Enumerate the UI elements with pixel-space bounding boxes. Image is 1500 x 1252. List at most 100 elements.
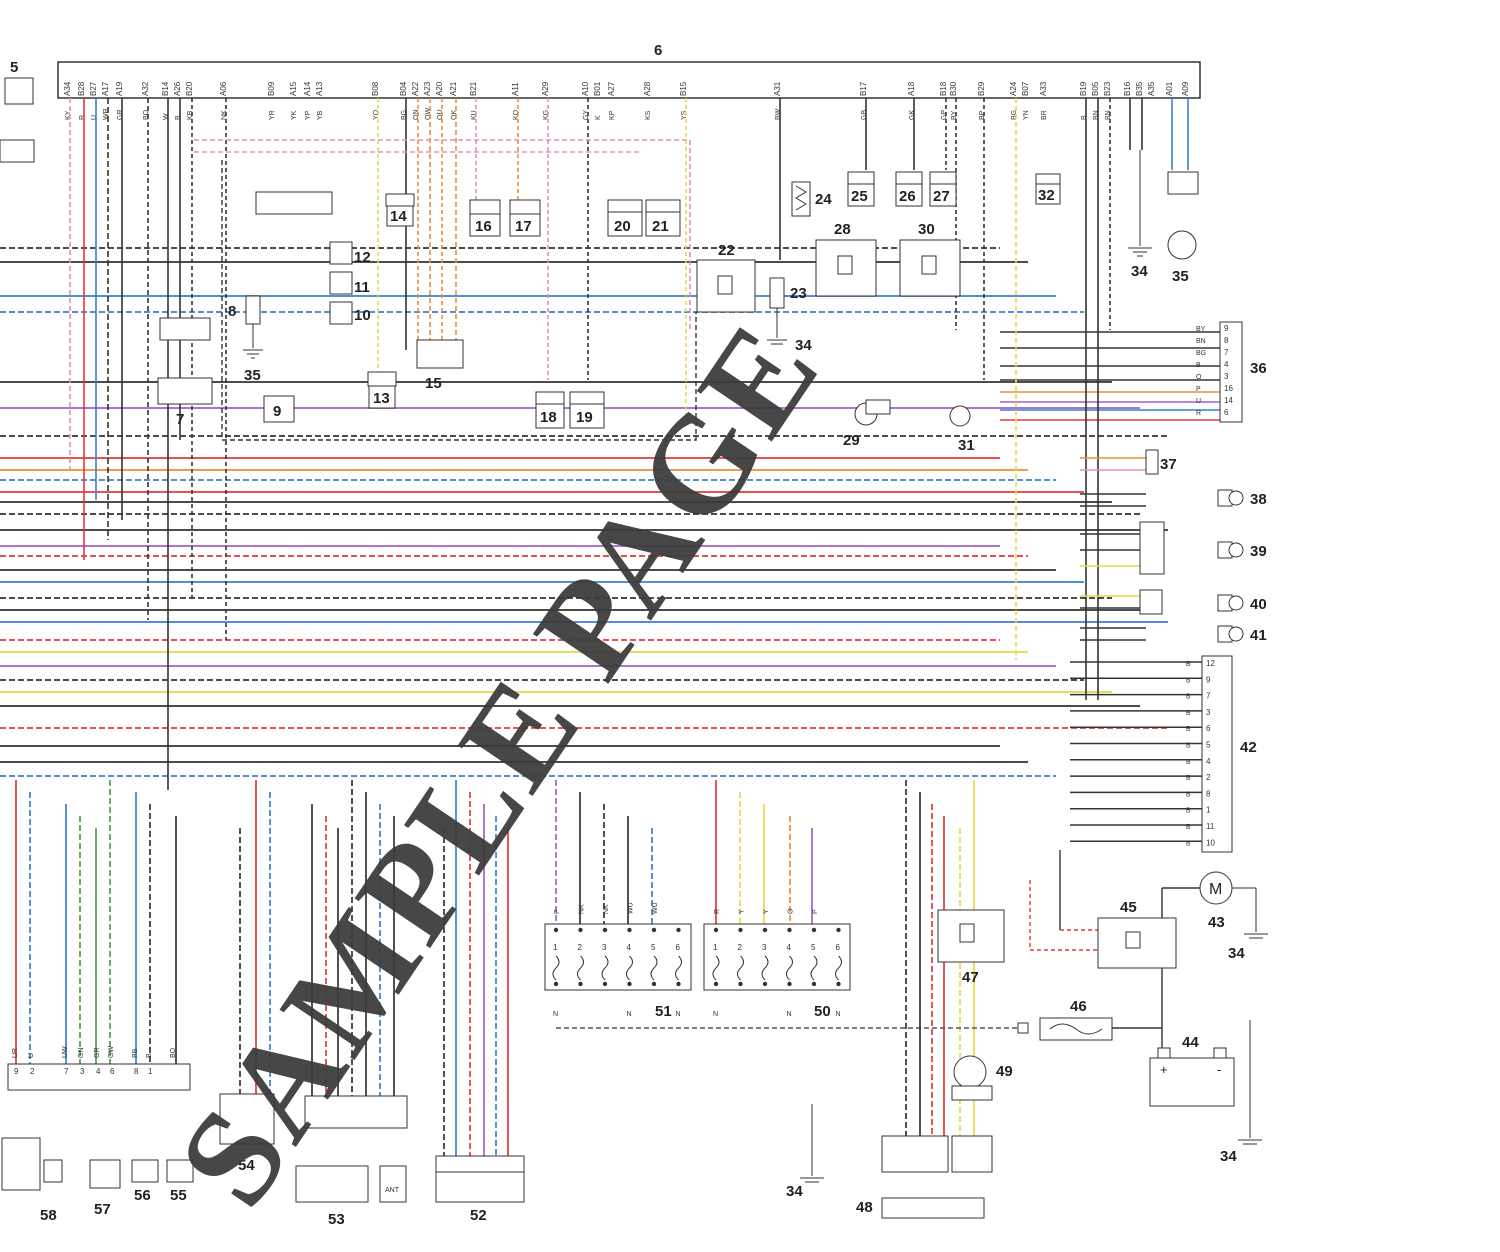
label-40: 41	[1250, 627, 1267, 644]
c41-wire: B	[1186, 808, 1191, 815]
c41-wire: B	[1186, 759, 1191, 766]
fuse-element	[835, 955, 842, 981]
label-47: 48	[856, 1199, 873, 1216]
ecu-pin: A31	[773, 81, 782, 96]
fuse-terminal	[578, 981, 583, 987]
component-43: + - 44 34	[1149, 1020, 1262, 1165]
fuse-wire-code: NK	[579, 904, 586, 914]
ecu-pin: A33	[1039, 81, 1048, 96]
c35-wire: BY	[1196, 326, 1206, 333]
ecu-pin: A26	[173, 81, 182, 96]
ecu-pin: A27	[607, 81, 616, 96]
fuse-terminal	[738, 927, 743, 933]
ecu-wire-code: KO	[513, 109, 520, 120]
fuse-bus-code: N	[836, 1011, 841, 1018]
c41-pin: 7	[1206, 692, 1211, 701]
c41-pin: 3	[1206, 708, 1211, 717]
c41-pin: 11	[1206, 822, 1215, 831]
component-7: 7	[157, 317, 213, 428]
component-32: 32	[1035, 173, 1061, 205]
label-36: 37	[1160, 456, 1177, 473]
label-33a: 34	[795, 337, 812, 354]
ecu-wire-code: BG	[401, 110, 408, 120]
ground-34a: 35	[243, 349, 263, 384]
c9-pin: 1	[148, 1067, 153, 1076]
ecu-pin: A18	[907, 81, 916, 96]
fuse-terminal	[811, 981, 817, 987]
ecu-wire-code: U	[91, 115, 98, 120]
label-8: 8	[228, 303, 236, 320]
ecu-wire-code: BO	[143, 109, 150, 120]
component-58	[1, 1137, 41, 1191]
ecu-pin: B23	[1103, 81, 1112, 96]
ecu-wire-code: KS	[645, 110, 652, 120]
ecu-pin: A13	[315, 81, 324, 96]
label-50: 51	[655, 1003, 672, 1020]
fuse-bus-code: N	[713, 1011, 718, 1018]
label-11: 11	[354, 279, 370, 296]
fuse-terminal	[578, 927, 583, 933]
ecu-pin: A34	[63, 81, 72, 96]
ecu-pin: B04	[399, 81, 408, 96]
component-51: 52	[435, 1155, 525, 1224]
antenna-label: ANT	[385, 1187, 400, 1194]
c35-wire: BN	[1196, 338, 1206, 345]
label-20: 20	[614, 218, 631, 235]
component-26: 26	[895, 171, 923, 207]
fuse-terminal	[676, 981, 681, 987]
wire	[221, 160, 697, 441]
component-13: 13	[367, 371, 397, 409]
fuse-slot-number: 2	[738, 943, 743, 952]
fuse-terminal	[713, 981, 719, 987]
label-7: 7	[176, 411, 184, 428]
ecu-pin: A28	[643, 81, 652, 96]
label-53: 54	[238, 1157, 255, 1174]
component-19: 19	[569, 391, 605, 429]
ecu-pin: B07	[1021, 81, 1030, 96]
c9-wire-code: B	[146, 1053, 153, 1058]
label-25: 25	[851, 188, 868, 205]
component-17: 17	[509, 199, 541, 237]
fuse-element	[786, 955, 793, 981]
label-44: 45	[1120, 899, 1137, 916]
c35-pin: 14	[1224, 396, 1233, 405]
c9-wire-code: U	[28, 1053, 35, 1058]
component-9: 9	[263, 395, 295, 423]
fuse-terminal	[738, 981, 743, 987]
c9-wire-code: BO	[170, 1047, 177, 1058]
fuse-terminal	[787, 981, 792, 987]
wire-harness	[0, 98, 1220, 1156]
ecu-wire-code: GB	[861, 110, 868, 120]
ecu-wire-code: BN	[1105, 110, 1112, 120]
battery-plus: +	[1160, 1062, 1168, 1077]
component-42: M 43 34	[1199, 871, 1268, 962]
label-45: 46	[1070, 998, 1087, 1015]
ecu-wire-code: KG	[543, 110, 550, 120]
label-31: 31	[958, 437, 975, 454]
component-21: 21	[645, 199, 681, 237]
fuse-bus-code: N	[553, 1011, 558, 1018]
component-11: 11	[329, 271, 370, 296]
c9-pin: 8	[134, 1067, 139, 1076]
label-10: 10	[354, 307, 371, 324]
component-25: 25	[847, 171, 875, 207]
ecu-pin: B17	[859, 81, 868, 96]
component-44: 45	[1097, 899, 1177, 969]
c41-wire: B	[1186, 694, 1191, 701]
fuse-terminal	[553, 927, 559, 933]
fuse-wire-code: Y	[763, 909, 770, 914]
c41-pin: 1	[1206, 806, 1211, 815]
label-55: 56	[134, 1187, 151, 1204]
c9-wire-code: GR	[94, 1048, 101, 1059]
ecu-wire-code: KY	[65, 110, 72, 120]
fuse-slot-number: 6	[676, 943, 681, 952]
label-46: 47	[962, 969, 979, 986]
fuse-slot-number: 6	[836, 943, 841, 952]
component-36: 37	[1145, 449, 1177, 475]
component-57: 58	[40, 1159, 63, 1224]
